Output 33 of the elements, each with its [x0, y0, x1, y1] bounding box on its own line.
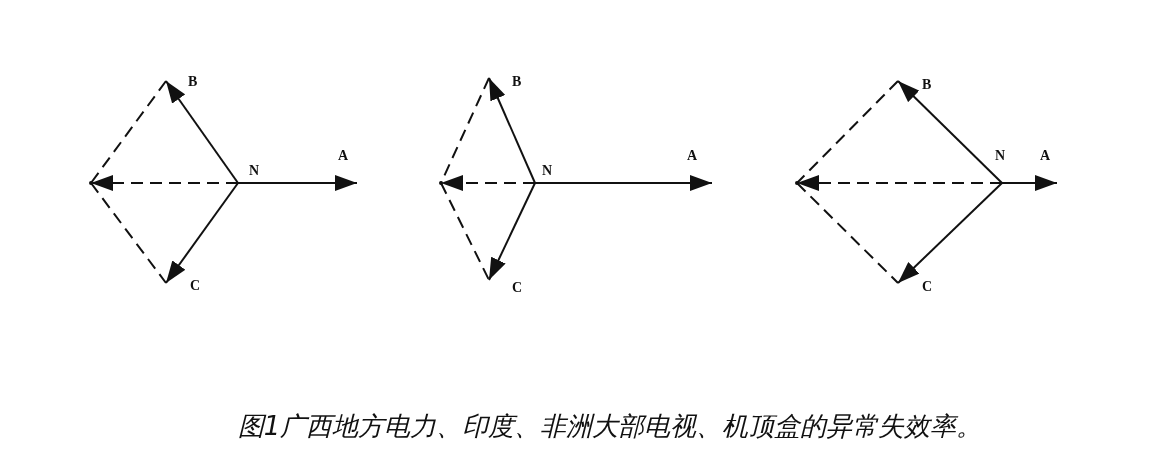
connector-line	[796, 80, 899, 184]
point-label: B	[188, 75, 198, 89]
point-label: A	[338, 149, 349, 163]
figure-caption: 图1广西地方电力、印度、非洲大部电视、机顶盒的异常失效率。	[236, 410, 984, 443]
arrow	[165, 182, 239, 284]
vertex-point	[795, 181, 799, 185]
arrow	[488, 182, 536, 281]
point-label: B	[922, 78, 932, 92]
point-label: N	[995, 149, 1006, 163]
arrow	[796, 175, 1003, 191]
vertex-point	[89, 181, 93, 185]
arrow	[90, 175, 239, 191]
arrow	[534, 175, 713, 191]
point-label: B	[512, 75, 522, 89]
arrow	[237, 175, 358, 191]
arrow	[488, 77, 536, 184]
point-label: A	[1040, 149, 1051, 163]
point-label: C	[512, 281, 523, 295]
connector-line	[440, 182, 490, 281]
connector-line	[90, 80, 167, 184]
vertex-point	[439, 181, 443, 185]
arrow	[165, 80, 239, 184]
arrow	[897, 80, 1003, 184]
arrow	[897, 182, 1003, 284]
point-label: N	[542, 164, 553, 178]
point-label: A	[687, 149, 698, 163]
connector-line	[90, 182, 167, 284]
point-label: C	[190, 279, 201, 293]
arrow	[440, 175, 536, 191]
arrow	[1001, 175, 1058, 191]
point-label: N	[249, 164, 260, 178]
connector-line	[796, 182, 899, 284]
point-label: C	[922, 280, 933, 294]
